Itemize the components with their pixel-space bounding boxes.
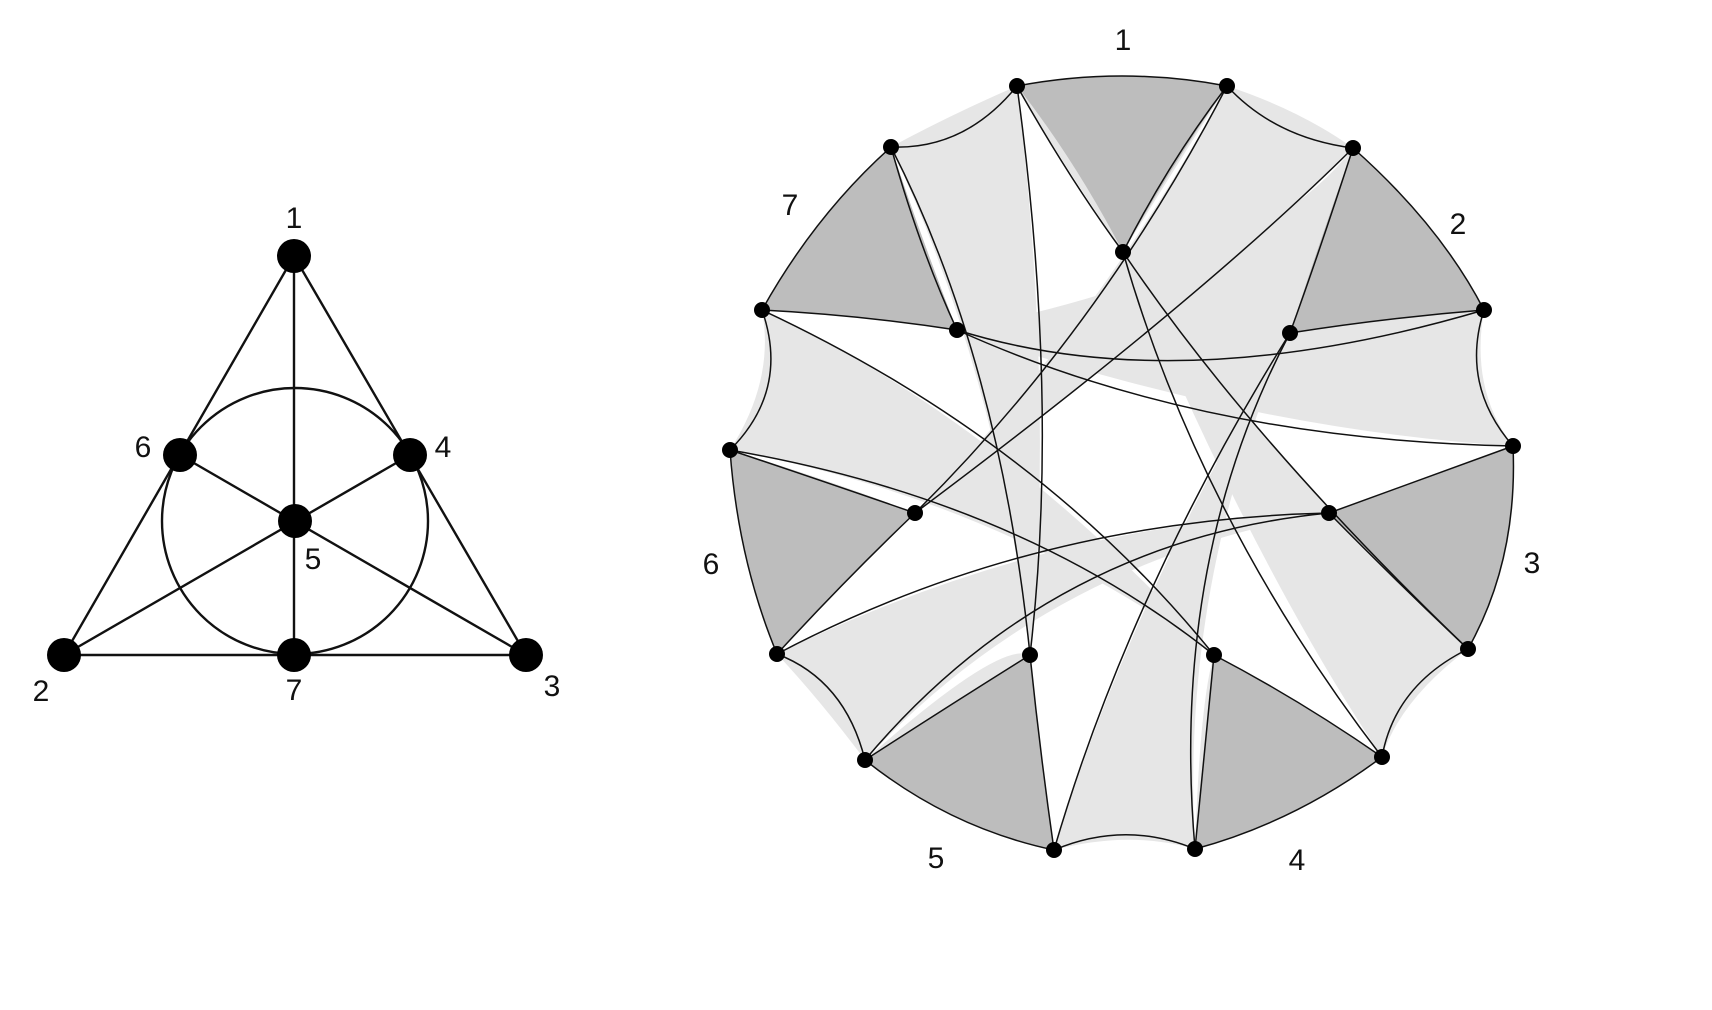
- curve: [1016, 85, 1044, 656]
- ring-vertex: [1321, 505, 1337, 521]
- ring-labels: 1 2 3 4 5 6 7: [703, 24, 1541, 877]
- curve: [956, 309, 1485, 362]
- ring-vertex: [1022, 647, 1038, 663]
- curve: [1122, 251, 1469, 650]
- curve: [776, 512, 916, 655]
- ring-vertex: [1282, 325, 1298, 341]
- fano-plane: 1 2 3 4 5 6 7: [33, 202, 561, 708]
- ring-vertex: [907, 505, 923, 521]
- ring-vertex: [1505, 438, 1521, 454]
- ring-vertices: [722, 78, 1521, 858]
- light-region: [730, 310, 1214, 655]
- ring-vertex: [1219, 78, 1235, 94]
- curve: [1328, 445, 1514, 514]
- curve: [1029, 654, 1055, 851]
- curve: [761, 309, 1215, 656]
- curve: [776, 512, 1330, 655]
- ring-vertex: [1476, 302, 1492, 318]
- curve: [1189, 332, 1291, 850]
- ring-diagram: 1 2 3 4 5 6 7: [703, 24, 1541, 877]
- ring-vertex: [949, 322, 965, 338]
- ring-label-1: 1: [1115, 24, 1132, 57]
- fano-lines: [62, 255, 528, 657]
- ring-vertex: [722, 442, 738, 458]
- curve: [864, 512, 1330, 761]
- curve: [864, 654, 1031, 761]
- ring-vertex: [754, 302, 770, 318]
- fano-point-3: [509, 638, 543, 672]
- dark-region-1: [1017, 76, 1227, 252]
- fano-point-7: [277, 638, 311, 672]
- ring-vertex: [1374, 749, 1390, 765]
- curve: [890, 146, 1031, 656]
- ring-vertex: [1460, 641, 1476, 657]
- curve: [1122, 85, 1228, 253]
- fano-point-6: [163, 438, 197, 472]
- fano-label-1: 1: [286, 202, 303, 235]
- light-region: [1123, 252, 1468, 757]
- curve: [1053, 332, 1291, 851]
- ring-label-5: 5: [928, 842, 945, 875]
- fano-points: [47, 239, 543, 672]
- curve: [890, 146, 958, 331]
- curve: [761, 309, 958, 331]
- light-region: [1054, 333, 1290, 850]
- light-region: [957, 310, 1513, 446]
- ring-label-2: 2: [1450, 208, 1467, 241]
- dark-region-5: [865, 655, 1054, 850]
- curve: [1194, 654, 1215, 850]
- fano-point-2: [47, 638, 81, 672]
- fano-label-7: 7: [286, 674, 303, 707]
- curve: [1016, 85, 1124, 253]
- curve: [914, 85, 1228, 514]
- fano-point-4: [393, 438, 427, 472]
- ring-vertex: [1345, 140, 1361, 156]
- ring-vertex: [769, 646, 785, 662]
- ring-label-4: 4: [1289, 844, 1306, 877]
- curve: [1289, 147, 1354, 334]
- ring-vertex: [1187, 841, 1203, 857]
- light-region: [777, 513, 1329, 760]
- ring-vertex: [1046, 842, 1062, 858]
- curve: [1213, 654, 1383, 758]
- dark-region-6: [730, 450, 915, 654]
- dark-region-4: [1195, 655, 1382, 849]
- fano-line: [63, 453, 411, 657]
- ring-label-7: 7: [782, 189, 799, 222]
- ring-label-6: 6: [703, 548, 720, 581]
- ring-vertex: [1115, 244, 1131, 260]
- curve: [729, 449, 1215, 656]
- fano-label-4: 4: [435, 431, 452, 464]
- fano-label-5: 5: [305, 543, 322, 576]
- curve: [1328, 512, 1469, 650]
- fano-label-3: 3: [544, 670, 561, 703]
- fano-line: [179, 453, 527, 657]
- ring-vertex: [883, 139, 899, 155]
- fano-point-1: [277, 239, 311, 273]
- dark-region-7: [762, 147, 957, 330]
- curve: [1289, 309, 1485, 334]
- ring-label-3: 3: [1524, 547, 1541, 580]
- curve: [956, 329, 1514, 447]
- fano-point-5: [278, 504, 312, 538]
- ring-vertex: [857, 752, 873, 768]
- ring-vertex: [1206, 647, 1222, 663]
- fano-label-6: 6: [135, 431, 152, 464]
- curve: [729, 449, 916, 514]
- interior-curves: [729, 85, 1514, 851]
- curve: [1122, 251, 1383, 758]
- fano-label-2: 2: [33, 675, 50, 708]
- fano-labels: 1 2 3 4 5 6 7: [33, 202, 561, 708]
- ring-vertex: [1009, 78, 1025, 94]
